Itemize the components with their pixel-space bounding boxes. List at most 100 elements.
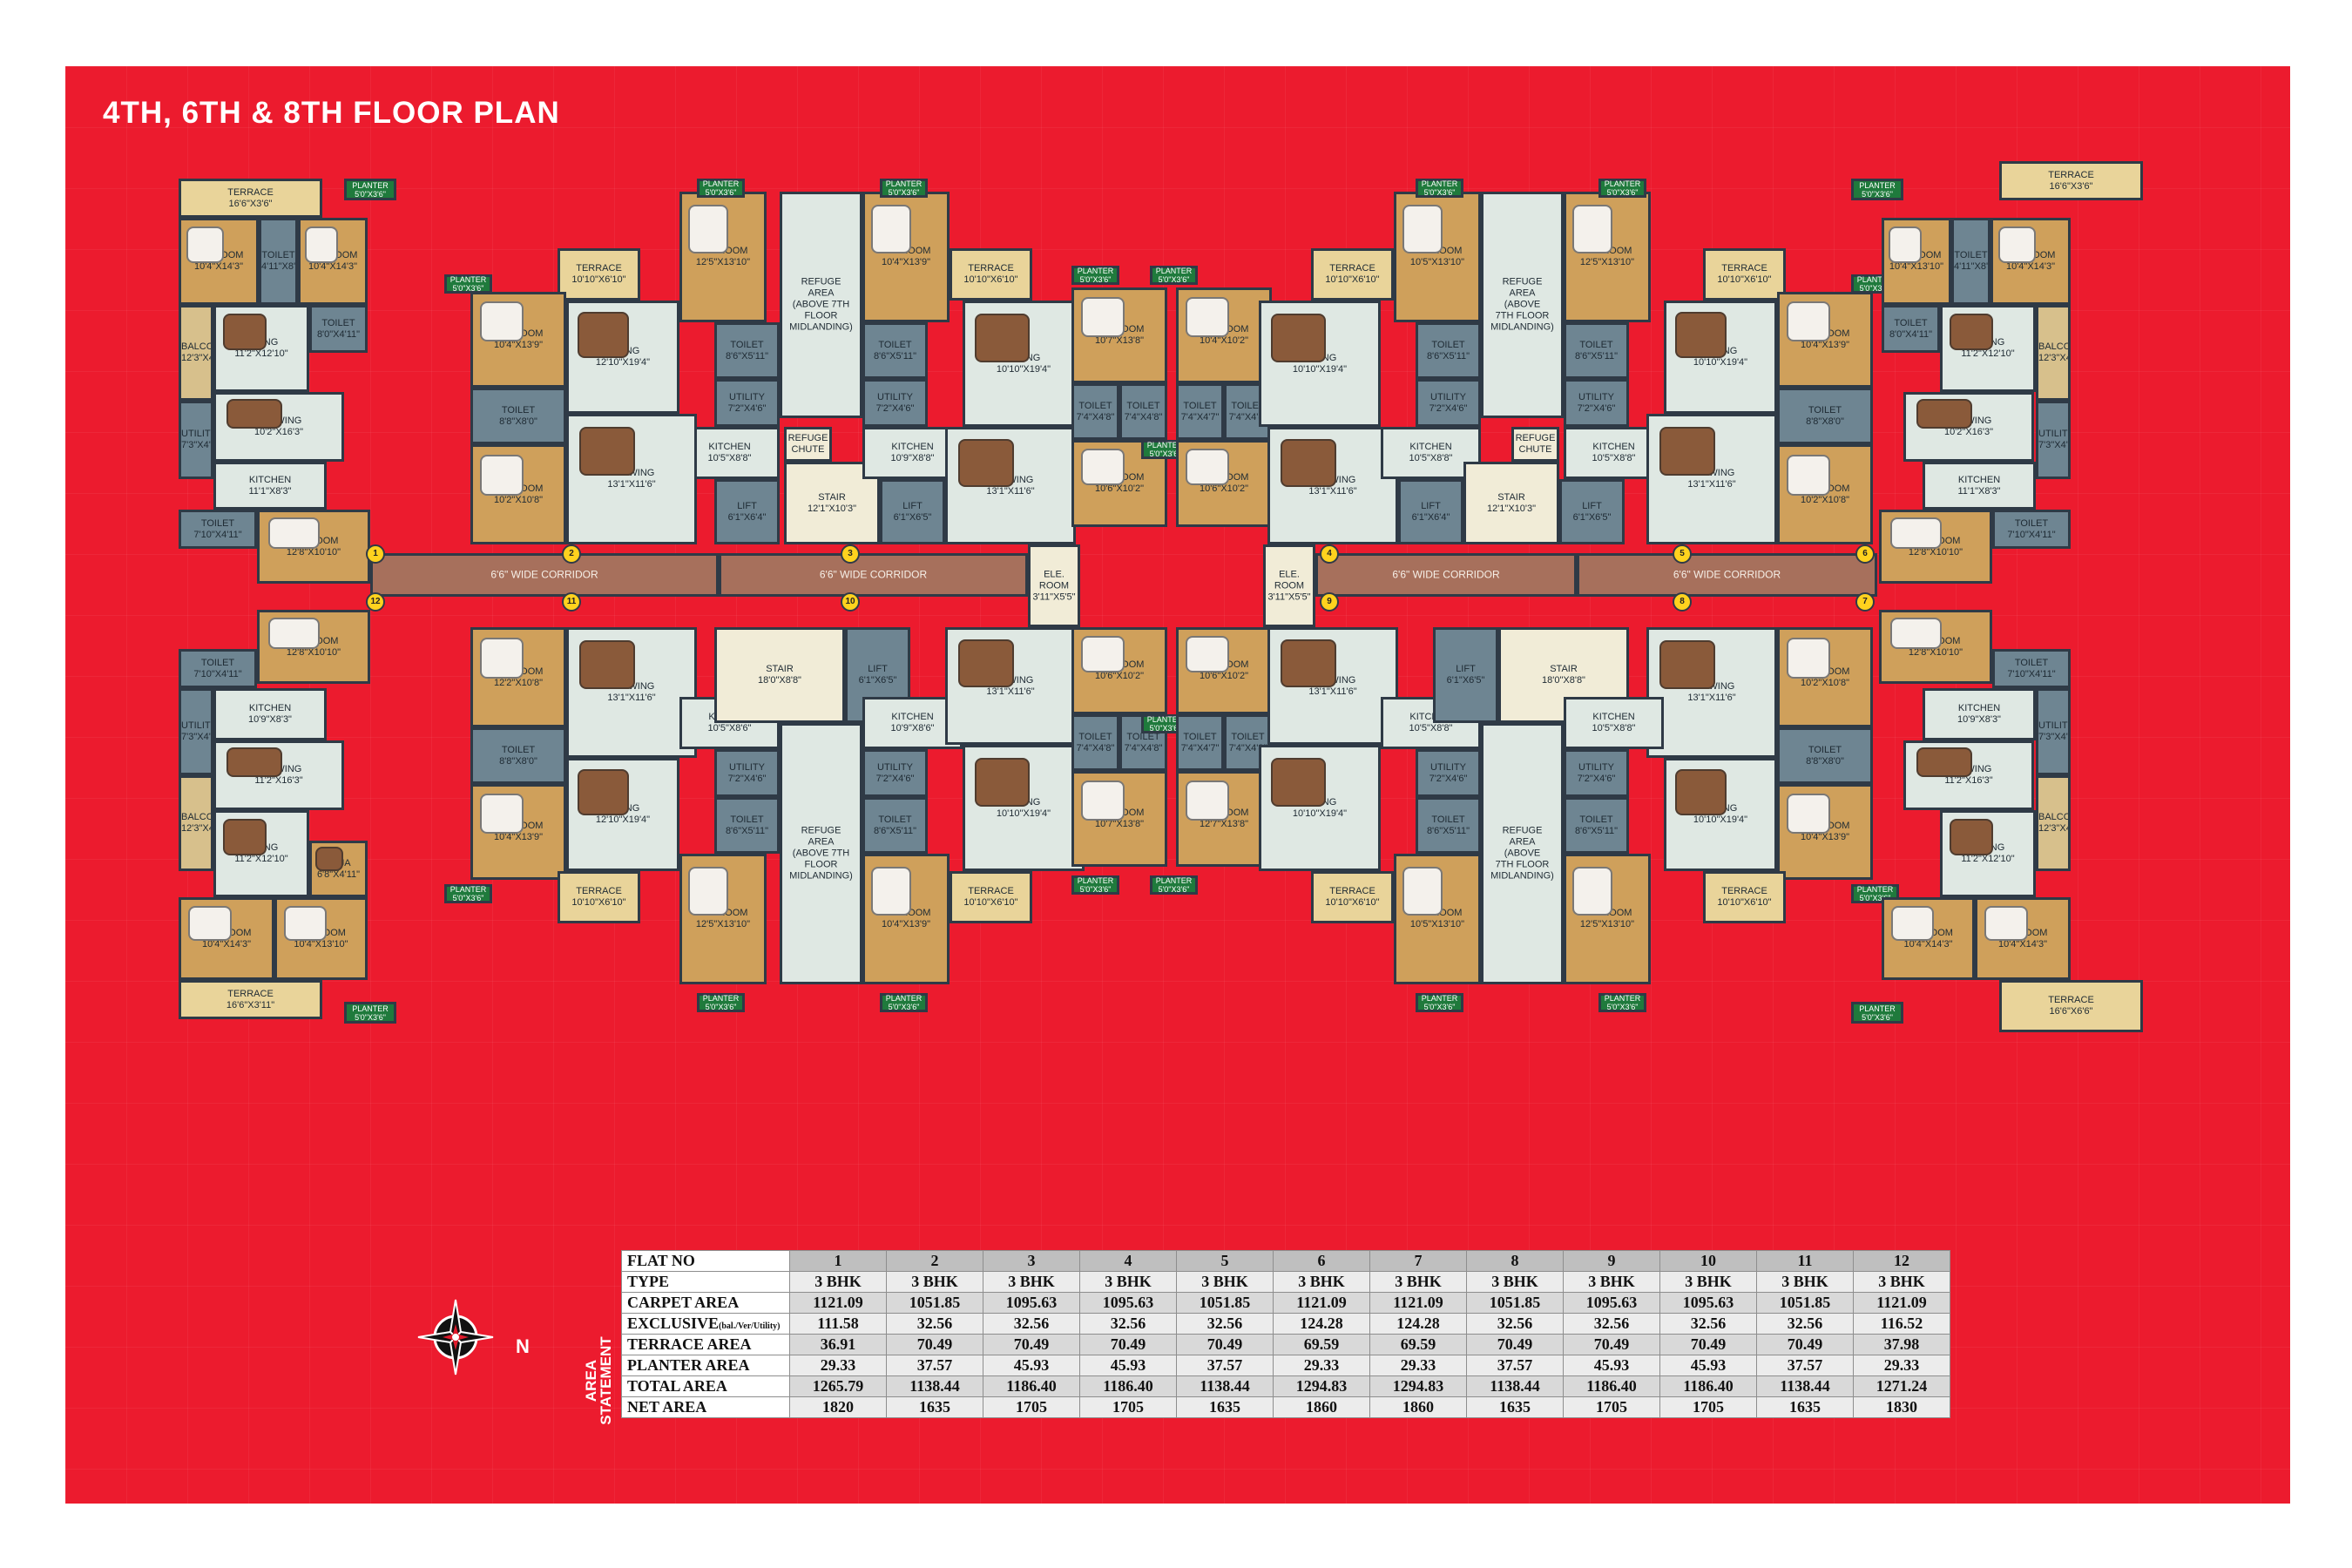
bed-icon (268, 617, 320, 649)
room-label: UTILITY 7'3"X4'8" (181, 720, 213, 742)
room-refuge-l: REFUGE AREA (ABOVE 7TH FLOOR MIDLANDING) (780, 192, 862, 418)
bed-icon (1787, 794, 1831, 834)
room-terrace-br: TERRACE 16'6"X6'6" (1999, 980, 2143, 1032)
sofa-icon (1281, 639, 1336, 687)
room-toilet-l1: TOILET 8'0"X4'11" (309, 305, 368, 353)
planter: PLANTER 5'0"X3'6" (880, 179, 928, 198)
room-label: KITCHEN 10'5"X8'8" (1592, 712, 1636, 733)
room-label: KITCHEN 10'5"X8'8" (707, 442, 752, 463)
room-label: TOILET 8'0"X4'11" (1889, 317, 1933, 340)
room-label: TOILET 8'6"X5'11" (1574, 814, 1619, 836)
planter-label: PLANTER 5'0"X3'6" (702, 179, 740, 197)
bed-icon (1787, 637, 1831, 679)
bed-icon (480, 637, 524, 679)
table-cell: 37.57 (1756, 1355, 1854, 1376)
room-label: UTILITY 7'2"X4'6" (875, 391, 915, 414)
room-label: KITCHEN 10'9"X8'3" (1957, 703, 2001, 725)
flat-number-marker: 9 (1320, 592, 1339, 612)
table-cell: 29.33 (1369, 1355, 1467, 1376)
room-label: ELE. ROOM 3'11"X5'5" (1267, 569, 1311, 602)
room-label: TOILET 4'11"X8'3" (261, 250, 296, 272)
sofa-icon (226, 747, 282, 778)
room-label: TOILET 8'0"X4'11" (316, 317, 361, 340)
flat-number-marker: 4 (1320, 544, 1339, 564)
room-label: BALCONY 12'3"X4'2" (181, 812, 213, 834)
table-cell: 1705 (1563, 1396, 1660, 1418)
planter-label: PLANTER 5'0"X3'6" (1146, 715, 1184, 733)
sofa-icon (314, 846, 343, 872)
planter: PLANTER 5'0"X3'6" (444, 274, 492, 294)
room-toilet-tl: TOILET 4'11"X8'3" (259, 218, 298, 305)
room-terrace-10: TERRACE 10'10"X6'10" (950, 871, 1032, 923)
table-cell: 8 (1466, 1250, 1564, 1272)
room-label: TOILET 8'6"X5'11" (1574, 339, 1619, 362)
room-label: TERRACE 10'10"X6'10" (1717, 263, 1772, 285)
room-terrace-11: TERRACE 10'10"X6'10" (558, 871, 640, 923)
table-cell: 7 (1369, 1250, 1467, 1272)
room-kitchen-r1: KITCHEN 11'1"X8'3" (1923, 462, 2036, 510)
table-cell: 3 BHK (1756, 1271, 1854, 1293)
row-label-text: NET AREA (627, 1398, 707, 1416)
planter: PLANTER 5'0"X3'6" (1071, 875, 1119, 895)
table-cell: 9 (1563, 1250, 1660, 1272)
planter-label: PLANTER 5'0"X3'6" (1155, 267, 1193, 284)
corridor-label: 6'6" WIDE CORRIDOR (819, 568, 928, 581)
sofa-icon (1916, 747, 1972, 778)
table-cell: 1265.79 (789, 1375, 887, 1397)
table-cell: 11 (1756, 1250, 1854, 1272)
room-label: UTILITY 7'2"X4'6" (1429, 761, 1468, 784)
bed-icon (1186, 449, 1230, 485)
flat-number-marker: 5 (1673, 544, 1692, 564)
table-cell: 1121.09 (1853, 1292, 1950, 1314)
room-toilet-r3: TOILET 7'10"X4'11" (1992, 649, 2071, 688)
room-label: KITCHEN 10'9"X8'8" (890, 442, 935, 463)
table-cell: 5 (1176, 1250, 1274, 1272)
room-toilet-tr: TOILET 4'11"X8'3" (1951, 218, 1990, 305)
table-cell: 1121.09 (1273, 1292, 1370, 1314)
table-cell: 1138.44 (1176, 1375, 1274, 1397)
bed-icon (1787, 301, 1831, 341)
room-label: TOILET 8'8"X8'0" (499, 404, 537, 427)
room-refuge-r: REFUGE AREA (ABOVE 7TH FLOOR MIDLANDING) (1481, 723, 1564, 984)
room-label: TOILET 7'4"X4'8" (1076, 731, 1115, 754)
bed-icon (1402, 867, 1443, 916)
compass-north-label: N (516, 1335, 530, 1357)
flat-number-marker: 10 (841, 592, 860, 612)
bed-icon (1890, 617, 1942, 649)
room-refuge-chute-l: REFUGE CHUTE (784, 427, 832, 462)
room-toilet-11: TOILET 8'8"X8'0" (470, 727, 566, 784)
flat-number-marker: 11 (562, 592, 581, 612)
room-label: TERRACE 10'10"X6'10" (1717, 886, 1772, 908)
bed-icon (1572, 205, 1612, 253)
table-cell: 1138.44 (1756, 1375, 1854, 1397)
room-label: TOILET 7'4"X4'8" (1076, 400, 1115, 422)
room-terrace-3t: TERRACE 10'10"X6'10" (950, 248, 1032, 301)
planter: PLANTER 5'0"X3'6" (1416, 993, 1463, 1012)
row-label-text: EXCLUSIVE (627, 1315, 720, 1332)
bed-icon (1186, 781, 1230, 821)
table-cell: 1820 (789, 1396, 887, 1418)
room-utility-11: UTILITY 7'2"X4'6" (714, 749, 780, 797)
row-label: TYPE (621, 1271, 790, 1293)
bed-icon (1787, 454, 1831, 497)
table-cell: 1186.40 (1079, 1375, 1177, 1397)
room-label: TOILET 7'10"X4'11" (2007, 657, 2056, 679)
sofa-icon (958, 639, 1014, 687)
room-terrace-4t: TERRACE 10'10"X6'10" (1311, 871, 1394, 923)
room-label: TOILET 8'6"X5'11" (873, 339, 917, 362)
corridor-label: 6'6" WIDE CORRIDOR (490, 568, 598, 581)
room-label: TOILET 7'4"X4'7" (1180, 400, 1220, 422)
flat-number-marker: 12 (366, 592, 385, 612)
room-balcony-l1: BALCONY 12'3"X4'2" (179, 305, 213, 401)
table-cell: 3 BHK (789, 1271, 887, 1293)
planter-label: PLANTER 5'0"X3'6" (1604, 179, 1641, 197)
room-utility-3a: UTILITY 7'2"X4'6" (862, 379, 928, 427)
room-label: KITCHEN 11'1"X8'3" (1957, 474, 2001, 497)
table-cell: 45.93 (1079, 1355, 1177, 1376)
room-label: TERRACE 16'6"X3'6" (227, 186, 274, 209)
table-cell: 3 BHK (983, 1271, 1080, 1293)
planter: PLANTER 5'0"X3'6" (1851, 179, 1903, 200)
planter-label: PLANTER 5'0"X3'6" (449, 275, 487, 293)
